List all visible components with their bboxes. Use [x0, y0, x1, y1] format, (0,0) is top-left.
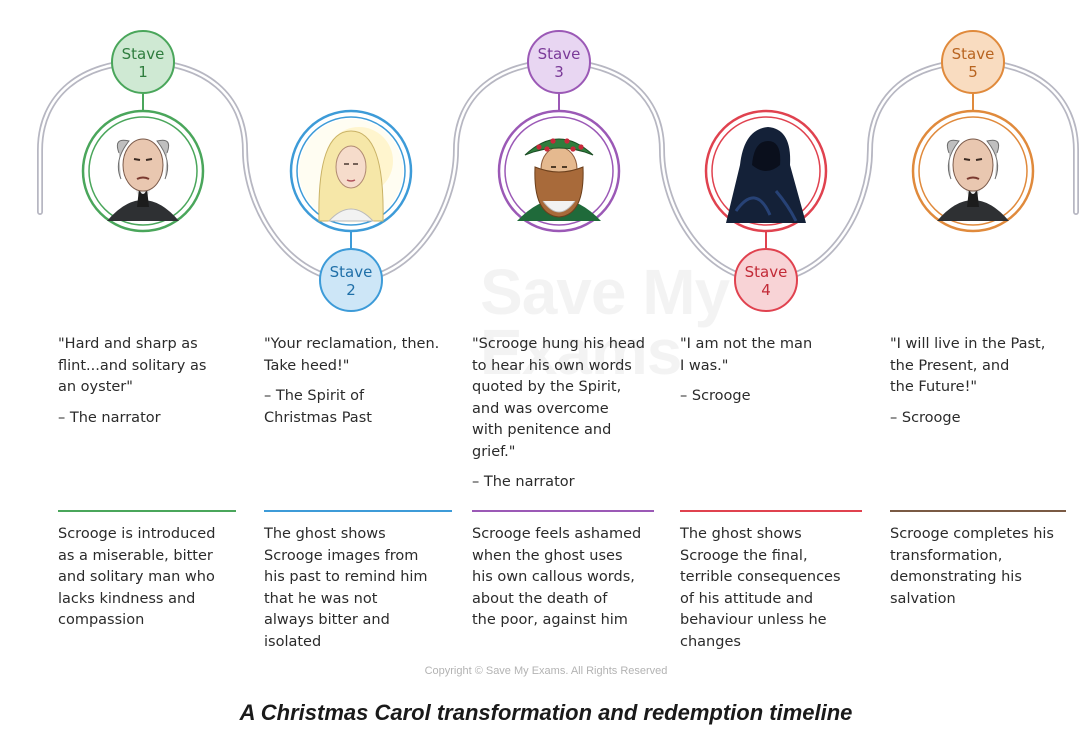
- stave-2-number: 2: [346, 281, 356, 299]
- stave-2-divider: [264, 510, 452, 512]
- stave-2-label: Stave: [330, 263, 373, 281]
- stave-1-divider: [58, 510, 236, 512]
- scrooge-portrait: [81, 109, 205, 233]
- stave-5-attribution: – Scrooge: [890, 409, 961, 426]
- stave-3-divider: [472, 510, 654, 512]
- stave-2-badge: [319, 248, 383, 312]
- stave-3-attribution: – The narrator: [472, 474, 575, 490]
- stave-2-quote-block: "Your reclamation, then. Take heed!" – Th…: [264, 334, 456, 429]
- stave-1-label: Stave: [122, 45, 165, 63]
- stave-4-quote: "I am not the man I was.": [680, 336, 813, 374]
- stave-5-divider: [890, 510, 1066, 512]
- stave-5-quote: "I will live in the Past, the Present, a…: [890, 336, 1046, 395]
- stave-5-label: Stave: [952, 45, 995, 63]
- stave-3-badge: [527, 30, 591, 94]
- stave-4-description: The ghost shows Scrooge the final, terri…: [680, 526, 841, 650]
- stave-3-quote: "Scrooge hung his head to hear his own w…: [472, 336, 645, 460]
- stave-3-number: 3: [554, 63, 564, 81]
- reformed-scrooge-portrait: [911, 109, 1035, 233]
- stave-5-badge: [941, 30, 1005, 94]
- stave-1-quote: "Hard and sharp as flint...and solitary …: [58, 336, 207, 395]
- figure-caption: A Christmas Carol transformation and red…: [239, 700, 853, 725]
- stave-4-attribution: – Scrooge: [680, 388, 751, 404]
- stave-2-quote: "Your reclamation, then. Take heed!": [264, 336, 440, 374]
- stave-3-quote-block: "Scrooge hung his head to hear his own w…: [472, 334, 664, 494]
- copyright-notice: Copyright © Save My Exams. All Rights Re…: [424, 665, 668, 677]
- stave-3-label: Stave: [538, 45, 581, 63]
- stave-5-quote-block: "I will live in the Past, the Present, a…: [890, 334, 1086, 429]
- stave-2-attribution: – The Spirit of Christmas Past: [264, 388, 372, 426]
- stave-4-badge: [734, 248, 798, 312]
- stave-1-badge: [111, 30, 175, 94]
- stave-2-description: The ghost shows Scrooge images from his …: [264, 526, 428, 650]
- ghost-of-christmas-present-portrait: [497, 109, 621, 233]
- ghost-of-christmas-yet-to-come-portrait: [704, 109, 828, 233]
- watermark: Save My Exams: [480, 260, 730, 384]
- stave-1-description: Scrooge is introduced as a miserable, bi…: [58, 526, 216, 628]
- stave-1-number: 1: [138, 63, 148, 81]
- stave-4-number: 4: [761, 281, 771, 299]
- ghost-of-christmas-past-portrait: [289, 109, 413, 233]
- stave-1-quote-block: "Hard and sharp as flint...and solitary …: [58, 334, 250, 429]
- stave-4-label: Stave: [745, 263, 788, 281]
- stave-3-description: Scrooge feels ashamed when the ghost use…: [472, 526, 642, 628]
- stave-5-number: 5: [968, 63, 978, 81]
- stave-5-description: Scrooge completes his transformation, de…: [890, 526, 1054, 607]
- stave-1-attribution: – The narrator: [58, 409, 161, 426]
- stave-4-quote-block: "I am not the man I was." – Scrooge: [680, 334, 872, 408]
- stave-4-divider: [680, 510, 862, 512]
